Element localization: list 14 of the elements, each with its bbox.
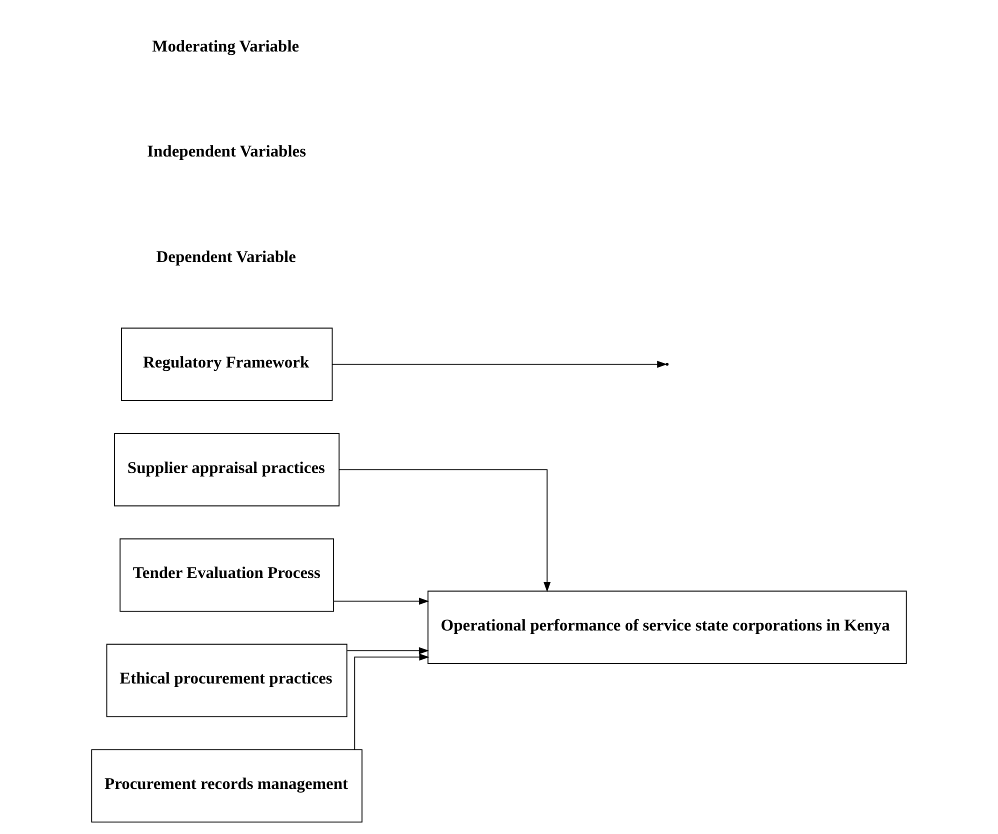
label: Dependent Variable	[156, 247, 296, 266]
label: Independent Variables	[147, 142, 306, 161]
node-box: Supplier appraisal practices	[114, 433, 340, 506]
node-box: Ethical procurement practices	[106, 644, 348, 718]
label: Moderating Variable	[152, 36, 300, 56]
arrow	[346, 647, 429, 654]
arrow	[338, 469, 551, 592]
node-box: Regulatory Framework	[121, 328, 333, 401]
node-box: Tender Evaluation Process	[120, 538, 334, 612]
node-box: Operational performance of service state corporations in Kenya	[428, 590, 907, 664]
arrow	[333, 598, 430, 605]
arrow	[354, 654, 430, 750]
node-box: Procurement records management	[91, 749, 362, 822]
arrow	[332, 360, 668, 368]
